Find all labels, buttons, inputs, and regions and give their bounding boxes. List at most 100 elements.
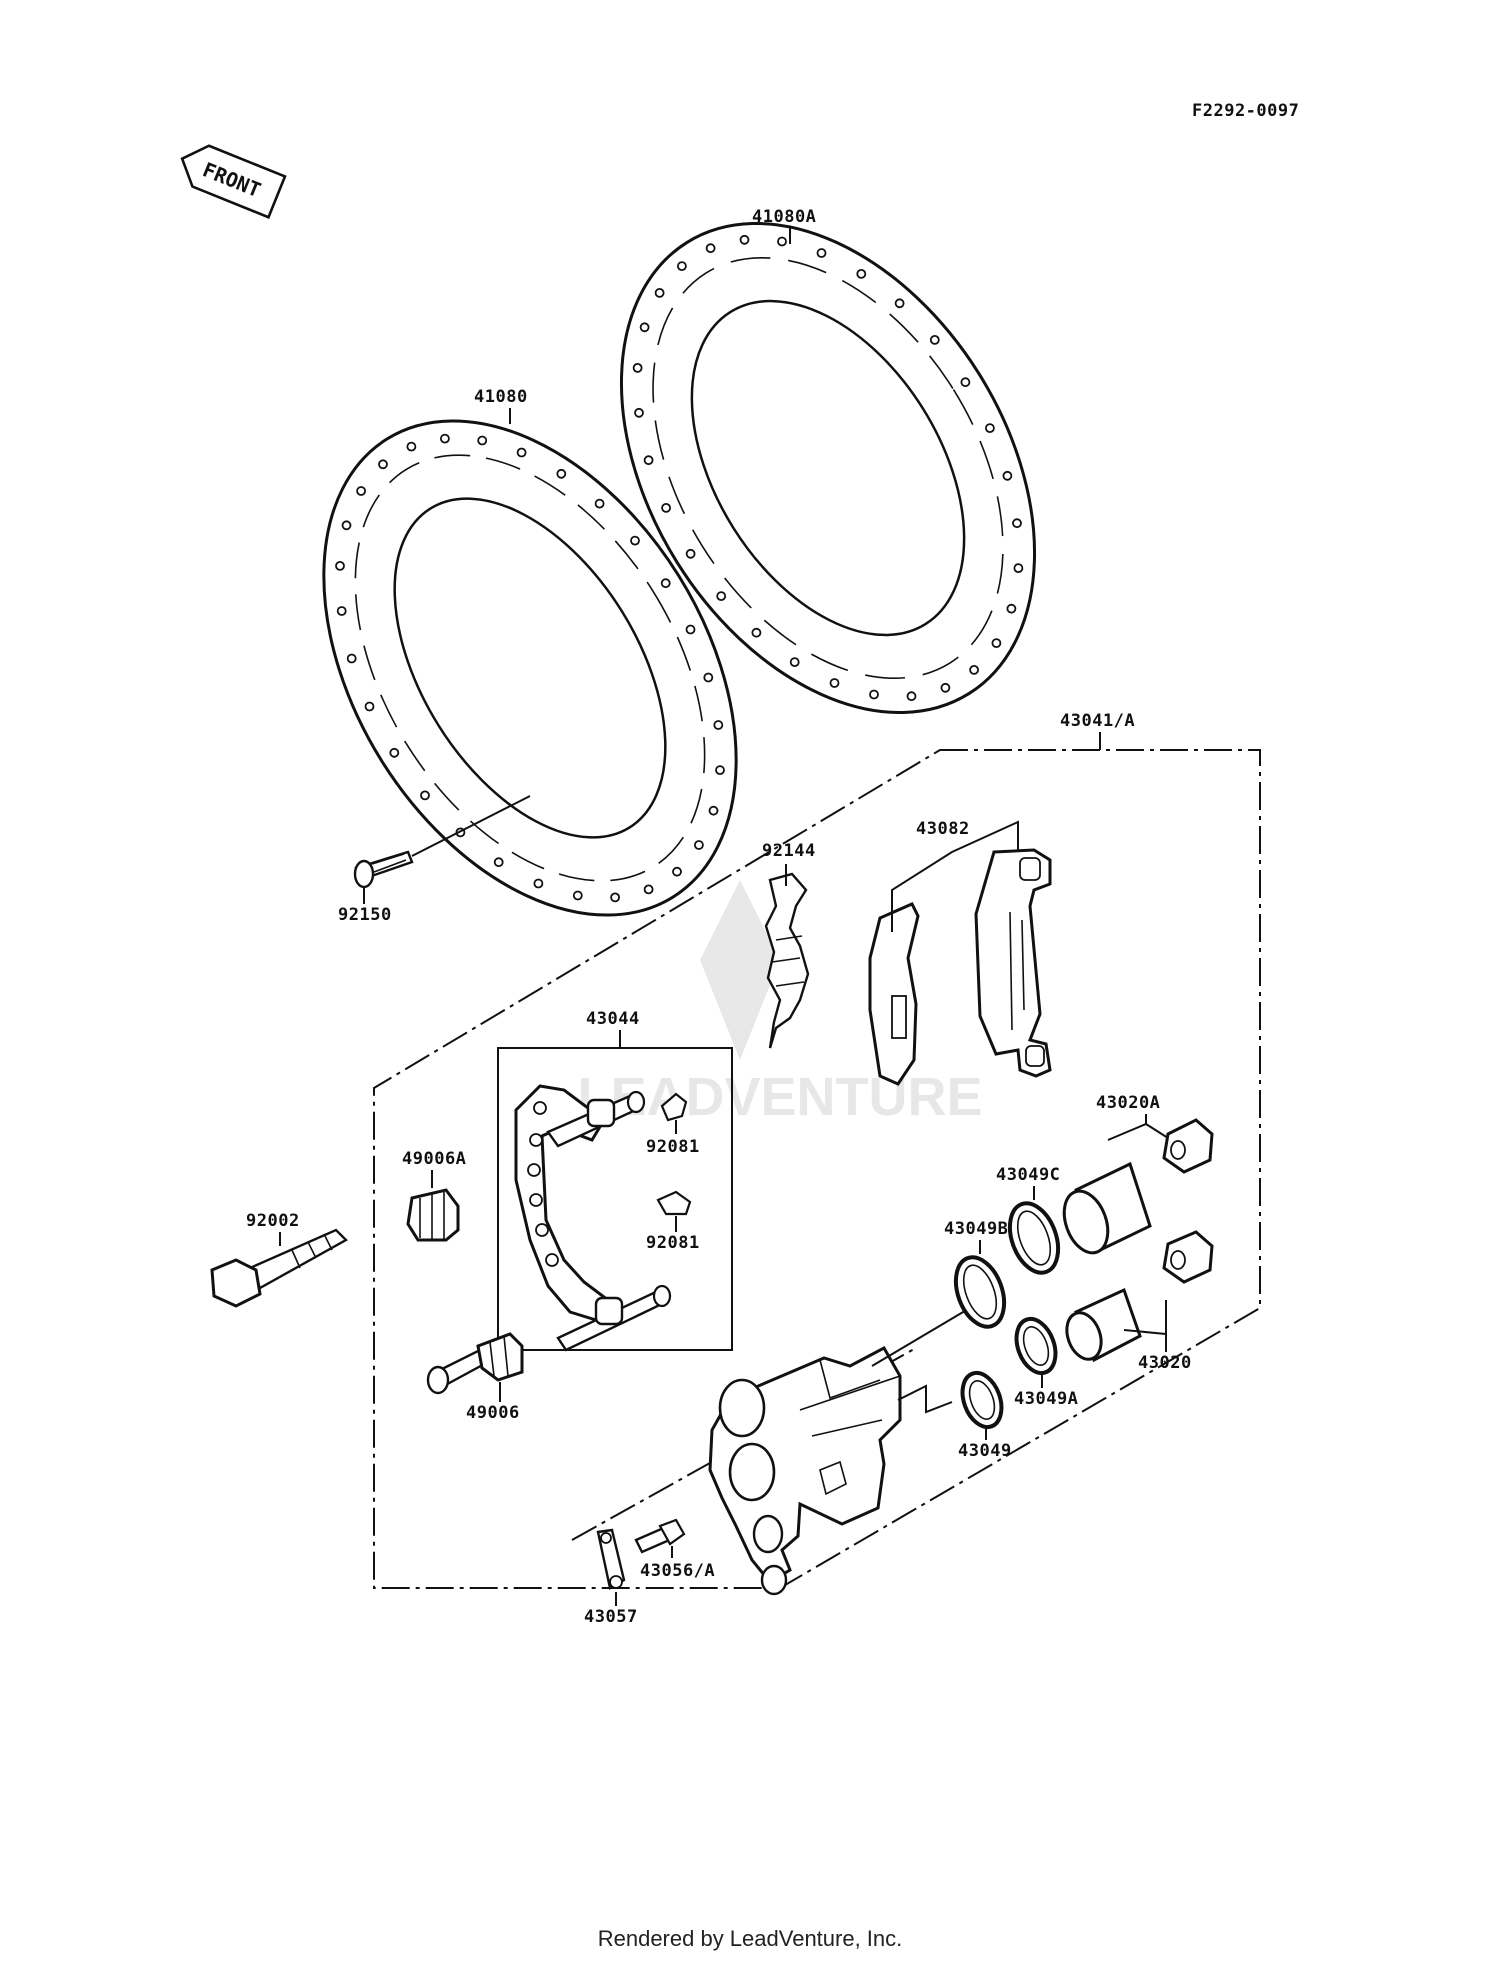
vent-hole <box>335 561 345 571</box>
boot-49006a <box>406 1188 460 1242</box>
disc-41080-holes <box>335 433 725 903</box>
disc-41080a-holes <box>632 234 1024 702</box>
disc-bolt-92150 <box>353 795 531 904</box>
front-arrow: FRONT <box>180 144 287 219</box>
vent-hole <box>708 805 719 816</box>
vent-hole <box>643 884 654 895</box>
vent-hole <box>389 747 400 758</box>
caliper-bolt-92002 <box>210 1228 348 1308</box>
vent-hole <box>533 878 544 889</box>
label-49006: 49006 <box>466 1403 520 1423</box>
label-43056a: 43056/A <box>640 1561 715 1581</box>
seal-43049a <box>1014 1316 1058 1376</box>
boot-cover-upper <box>1162 1118 1214 1174</box>
vent-hole <box>632 362 643 373</box>
vent-hole <box>336 606 347 616</box>
label-92081-lower: 92081 <box>646 1233 700 1253</box>
vent-hole <box>639 322 650 333</box>
vent-hole <box>364 701 375 712</box>
vent-hole <box>516 447 527 458</box>
label-92150: 92150 <box>338 905 392 925</box>
vent-hole <box>969 665 979 675</box>
vent-hole <box>991 638 1002 648</box>
vent-hole <box>856 268 867 279</box>
label-43020: 43020 <box>1138 1353 1192 1373</box>
vent-hole <box>477 435 488 446</box>
label-49006a: 49006A <box>402 1149 466 1169</box>
vent-hole <box>940 682 951 693</box>
vent-hole <box>1002 470 1013 481</box>
bleed-cap-43057 <box>596 1528 626 1590</box>
vent-hole <box>829 678 840 688</box>
vent-hole <box>685 624 696 635</box>
caliper-body <box>708 1345 902 1596</box>
vent-hole <box>777 236 787 247</box>
label-92002: 92002 <box>246 1211 300 1231</box>
vent-hole <box>705 243 716 254</box>
label-43041a: 43041/A <box>1060 711 1135 731</box>
watermark-text: LEADVENTURE <box>577 1067 982 1127</box>
label-41080: 41080 <box>474 387 528 407</box>
seal-43049 <box>960 1370 1004 1430</box>
vent-hole <box>869 689 879 700</box>
vent-hole <box>378 459 388 470</box>
label-41080a: 41080A <box>752 207 816 227</box>
pad-spring-92144 <box>764 872 810 1049</box>
vent-hole <box>703 672 714 683</box>
vent-hole <box>751 627 762 638</box>
label-92081-upper: 92081 <box>646 1137 700 1157</box>
clip-92081-lower <box>656 1190 692 1232</box>
boot-49006 <box>426 1332 524 1395</box>
vent-hole <box>654 287 665 298</box>
vent-hole <box>643 455 654 466</box>
vent-hole <box>960 377 971 388</box>
vent-hole <box>341 520 352 531</box>
piston-43020a <box>1062 1161 1152 1255</box>
vent-hole <box>1006 603 1017 614</box>
vent-hole <box>661 502 671 513</box>
vent-hole <box>672 866 682 877</box>
caliper-holder-43044 <box>514 1084 672 1352</box>
vent-hole <box>906 691 917 702</box>
vent-hole <box>346 653 357 664</box>
boot-cover-lower <box>1162 1230 1214 1284</box>
vent-hole <box>677 261 687 272</box>
vent-hole <box>572 890 583 901</box>
leadventure-watermark: LEADVENTURE <box>577 880 983 1127</box>
vent-hole <box>594 498 605 509</box>
vent-hole <box>713 720 724 730</box>
vent-hole <box>985 423 995 434</box>
vent-hole <box>715 765 725 775</box>
vent-hole <box>894 298 905 309</box>
seal-43049b <box>953 1255 1007 1329</box>
brake-pad-43082 <box>868 848 1052 1086</box>
vent-hole <box>493 857 504 868</box>
clip-92081-upper <box>660 1092 688 1134</box>
label-43049: 43049 <box>958 1441 1012 1461</box>
vent-hole <box>610 892 620 903</box>
vent-hole <box>406 441 417 452</box>
seal-43049c <box>1007 1201 1061 1275</box>
vent-hole <box>685 548 696 559</box>
label-43049a: 43049A <box>1014 1389 1078 1409</box>
brake-disc-41080a <box>619 221 1037 715</box>
vent-hole <box>439 433 450 444</box>
vent-hole <box>356 486 367 496</box>
label-43082: 43082 <box>916 819 970 839</box>
vent-hole <box>789 657 800 667</box>
vent-hole <box>420 790 430 801</box>
vent-hole <box>660 578 671 589</box>
vent-hole <box>1013 563 1024 573</box>
label-92144: 92144 <box>762 841 816 861</box>
label-43020a: 43020A <box>1096 1093 1160 1113</box>
vent-hole <box>929 334 940 345</box>
vent-hole <box>1012 518 1022 529</box>
vent-hole <box>556 468 567 479</box>
vent-hole <box>694 840 704 850</box>
vent-hole <box>816 248 827 258</box>
vent-hole <box>739 234 750 245</box>
piston-43020 <box>1065 1287 1142 1363</box>
label-43057: 43057 <box>584 1607 638 1627</box>
vent-hole <box>634 407 644 418</box>
